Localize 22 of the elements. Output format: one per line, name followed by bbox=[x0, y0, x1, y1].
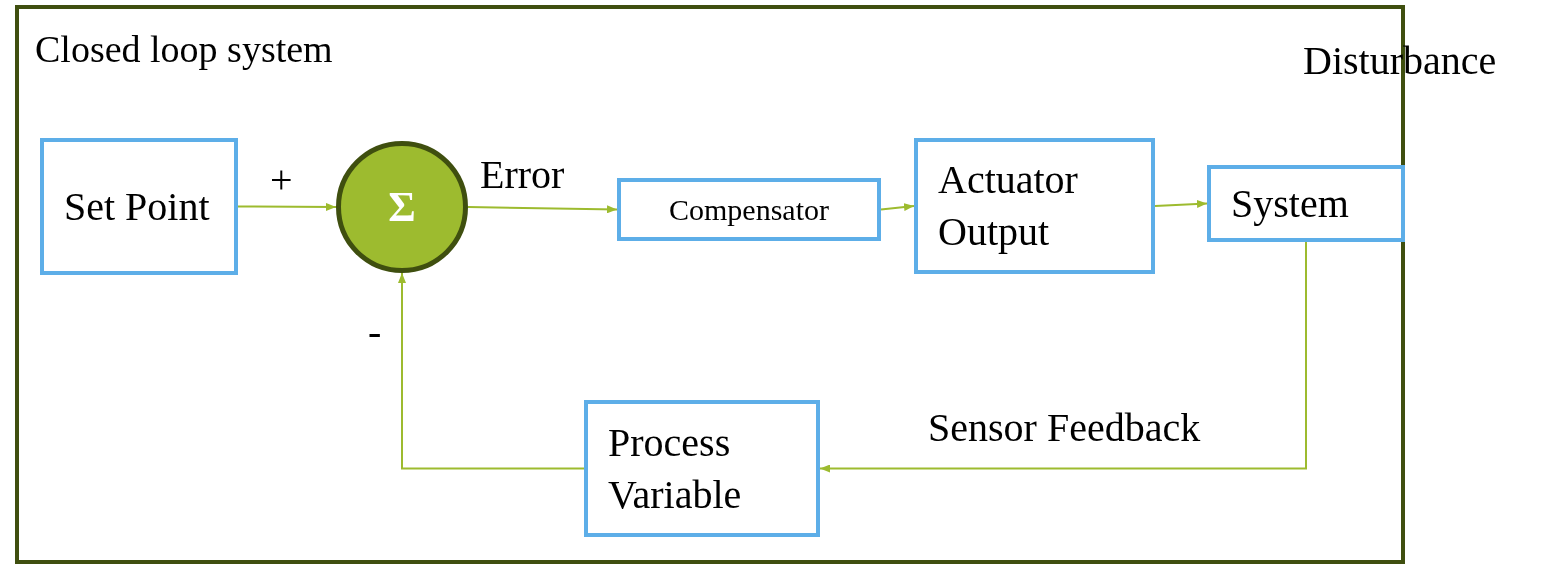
title-text: Closed loop system bbox=[35, 27, 333, 72]
edge-label: Error bbox=[480, 155, 565, 195]
arrow bbox=[398, 272, 585, 470]
edge-label: - bbox=[368, 312, 382, 352]
edge-label: Sensor Feedback bbox=[928, 408, 1201, 448]
node-label: System bbox=[1231, 179, 1349, 228]
node-label: Set Point bbox=[64, 182, 210, 231]
node-label: Compensator bbox=[669, 192, 829, 228]
arrow bbox=[467, 205, 618, 214]
edge-label: + bbox=[270, 160, 293, 200]
arrow bbox=[237, 202, 337, 211]
node-label: Process Variable bbox=[608, 418, 743, 519]
node-label: Σ bbox=[388, 182, 416, 232]
node-label: Actuator Output bbox=[938, 156, 1079, 256]
arrow bbox=[819, 241, 1307, 473]
process-box bbox=[617, 178, 881, 241]
arrow bbox=[880, 203, 915, 212]
arrow bbox=[1154, 200, 1208, 208]
process-box bbox=[584, 400, 820, 537]
process-box bbox=[914, 138, 1155, 274]
process-box bbox=[1207, 165, 1405, 242]
process-box bbox=[40, 138, 238, 275]
